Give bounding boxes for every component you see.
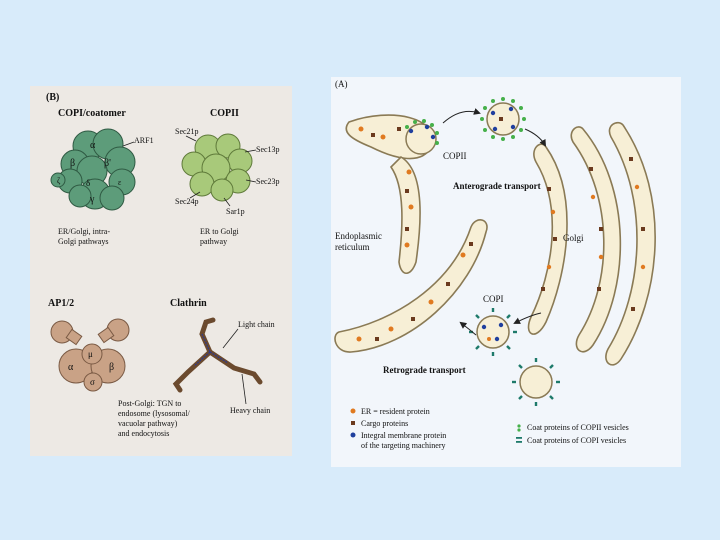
golgi-membranes <box>527 121 656 366</box>
golgi-resident-dots <box>546 184 646 270</box>
sec23p-pointer <box>245 179 257 183</box>
ap-caption-line4: and endocytosis <box>118 429 169 438</box>
legend-copii-symbol <box>517 424 521 432</box>
sec13p-pointer <box>244 149 257 153</box>
ap-title: AP1/2 <box>48 298 74 309</box>
panel-a-letter: (A) <box>335 79 348 89</box>
copii-vesicle-free <box>480 97 526 141</box>
cargo-protein-squares <box>371 127 645 341</box>
golgi-cisterna-1 <box>527 143 568 335</box>
copi-subunit-gamma: γ <box>89 194 95 205</box>
legend-resident-label: ER = resident protein <box>361 407 430 416</box>
legend: ER = resident protein Cargo proteins Int… <box>350 407 629 450</box>
golgi-cisterna-2 <box>570 126 622 353</box>
copi-subunit-beta: β <box>70 158 75 169</box>
legend-copi-label: Coat proteins of COPI vesicles <box>527 436 626 445</box>
golgi-label: Golgi <box>563 233 584 243</box>
ap-subunit-mu: μ <box>88 349 93 359</box>
ap-adaptor-illustration <box>50 318 130 392</box>
anterograde-arrow-2 <box>524 128 547 147</box>
copi-vesicle-budding <box>512 358 560 406</box>
ap-subunit-sigma: σ <box>90 377 95 387</box>
clathrin-callout-heavy-chain: Heavy chain <box>230 406 270 415</box>
ap-subunit-beta: β <box>109 362 114 373</box>
copii-label: COPII <box>443 151 467 161</box>
copii-callout-sec24p: Sec24p <box>175 197 199 206</box>
panel-b-figure: (B) COPI/coatomer α β β' δ ζ ε γ ARF1 ER… <box>46 92 280 438</box>
copi-subunit-epsilon: ε <box>118 178 122 187</box>
golgi-cisterna-3 <box>605 121 656 366</box>
er-cisterna-vertical <box>389 155 421 275</box>
legend-cargo-symbol <box>351 421 355 425</box>
ap-caption-line3: vacuolar pathway) <box>118 419 178 428</box>
arf1-pointer <box>122 141 135 147</box>
panel-a-vesicle-transport: (A) <box>331 77 681 467</box>
clathrin-title: Clathrin <box>170 298 207 309</box>
copi-subunit-beta-prime: β' <box>104 158 111 169</box>
clathrin-callout-light-chain: Light chain <box>238 320 275 329</box>
panel-b-coat-structures: (B) COPI/coatomer α β β' δ ζ ε γ ARF1 ER… <box>30 86 292 456</box>
heavy-chain-pointer <box>241 373 247 405</box>
retrograde-label: Retrograde transport <box>383 365 466 375</box>
sec24p-pointer <box>189 191 201 199</box>
copi-subunit-delta: δ <box>86 178 90 188</box>
ap-caption-line2: endosome (lysosomal/ <box>118 409 191 418</box>
anterograde-arrow-1 <box>442 108 481 124</box>
copii-callout-sec21p: Sec21p <box>175 127 199 136</box>
copi-caption-line1: ER/Golgi, intra- <box>58 227 110 236</box>
light-chain-pointer <box>222 328 239 349</box>
copii-caption-line2: pathway <box>200 237 227 246</box>
panel-a-figure: (A) <box>334 79 656 450</box>
copii-vesicle-budding <box>405 119 439 155</box>
copi-caption-line2: Golgi pathways <box>58 237 108 246</box>
copi-vesicle-free <box>469 308 517 356</box>
anterograde-label: Anterograde transport <box>453 181 541 191</box>
copii-callout-sec13p: Sec13p <box>256 145 280 154</box>
copi-subunit-alpha: α <box>90 140 96 151</box>
legend-cargo-label: Cargo proteins <box>361 419 408 428</box>
copii-callout-sec23p: Sec23p <box>256 177 280 186</box>
legend-copii-label: Coat proteins of COPII vesicles <box>527 423 629 432</box>
er-cisterna-lower <box>334 219 488 353</box>
retrograde-arrow-1 <box>513 312 542 324</box>
copi-title: COPI/coatomer <box>58 108 126 119</box>
retrograde-arrow-2 <box>459 321 477 336</box>
copi-coatomer-illustration <box>50 128 136 211</box>
panel-b-letter: (B) <box>46 92 59 103</box>
ap-caption-line1: Post-Golgi: TGN to <box>118 399 181 408</box>
legend-resident-symbol <box>350 408 356 414</box>
clathrin-triskelion-illustration <box>172 317 263 393</box>
copi-callout-arf1: ARF1 <box>134 136 154 145</box>
copi-label: COPI <box>483 294 504 304</box>
legend-integral-label-line1: Integral membrane protein <box>361 431 446 440</box>
copi-subunit-zeta: ζ <box>57 176 61 185</box>
legend-integral-symbol <box>350 432 356 438</box>
copii-coat-illustration <box>181 133 253 202</box>
copii-callout-sar1p: Sar1p <box>226 207 245 216</box>
sec21p-pointer <box>185 135 197 142</box>
sar1p-pointer <box>223 197 231 207</box>
ap-subunit-alpha: α <box>68 362 74 373</box>
er-label-line2: reticulum <box>335 242 370 252</box>
legend-copi-symbol <box>516 437 522 443</box>
legend-integral-label-line2: of the targeting machinery <box>361 441 446 450</box>
copii-title: COPII <box>210 108 239 119</box>
er-membranes <box>334 114 488 353</box>
resident-protein-dots <box>356 126 466 342</box>
er-label-line1: Endoplasmic <box>335 231 382 241</box>
copii-caption-line1: ER to Golgi <box>200 227 239 236</box>
